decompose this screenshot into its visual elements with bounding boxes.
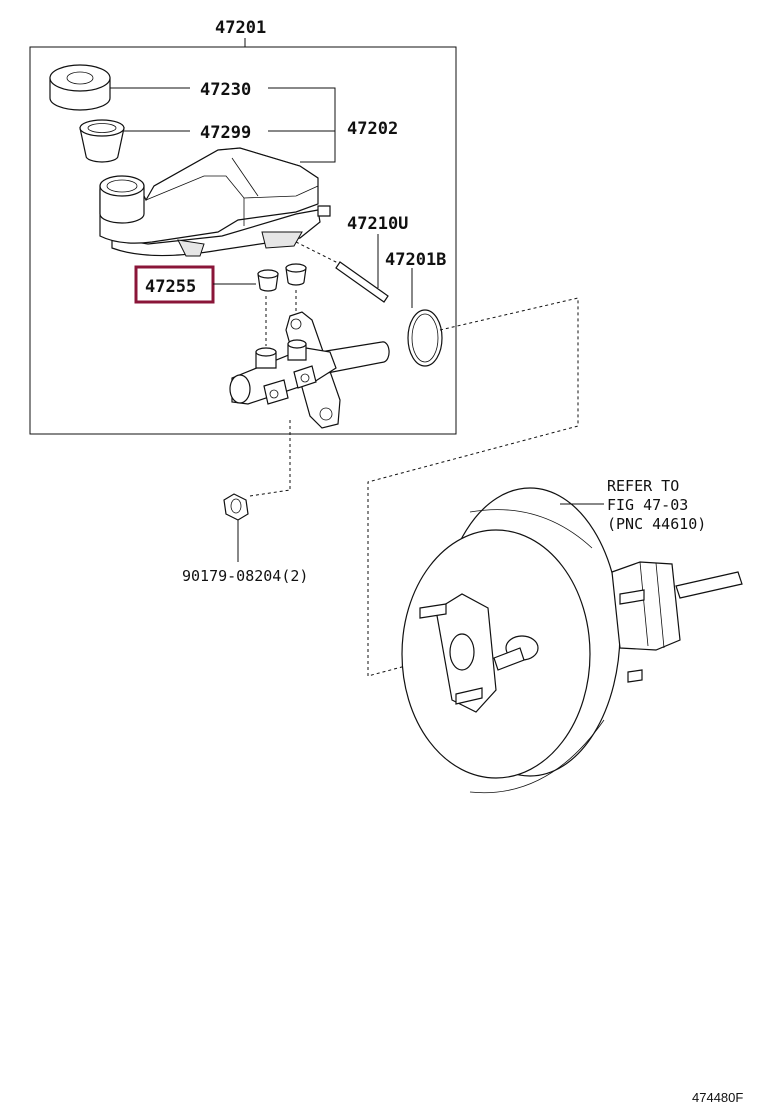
o-ring	[407, 309, 443, 367]
callout-cap-strainer[interactable]: 47299	[200, 123, 251, 143]
callout-reservoir-sub-assy[interactable]: 47202	[347, 119, 398, 139]
brake-booster	[401, 487, 743, 794]
reservoir-tank	[99, 147, 331, 257]
reservoir-pin	[295, 234, 389, 303]
assembly-frame	[29, 46, 457, 435]
cap-strainer	[79, 119, 125, 163]
booster-alignment-guide	[367, 297, 579, 677]
callout-o-ring[interactable]: 47201B	[385, 250, 446, 270]
leader-reservoir-sub-assy	[268, 87, 336, 163]
refer-note-line1: REFER TO	[607, 477, 679, 495]
grommet-right	[285, 263, 307, 286]
refer-note-line2: FIG 47-03	[607, 496, 688, 514]
refer-note-line3: (PNC 44610)	[607, 515, 706, 533]
callout-reservoir-pin[interactable]: 47210U	[347, 214, 408, 234]
figure-id: 474480F	[692, 1090, 743, 1105]
grommet-left	[257, 269, 279, 292]
nut	[223, 493, 249, 521]
nut-guide-horizontal	[249, 489, 291, 497]
callout-assembly[interactable]: 47201	[215, 18, 266, 38]
master-cylinder	[229, 311, 390, 429]
reservoir-cap	[49, 64, 111, 111]
callout-reservoir-cap[interactable]: 47230	[200, 80, 251, 100]
callout-grommet[interactable]: 47255	[145, 277, 196, 297]
callout-nut[interactable]: 90179-08204(2)	[182, 567, 308, 585]
